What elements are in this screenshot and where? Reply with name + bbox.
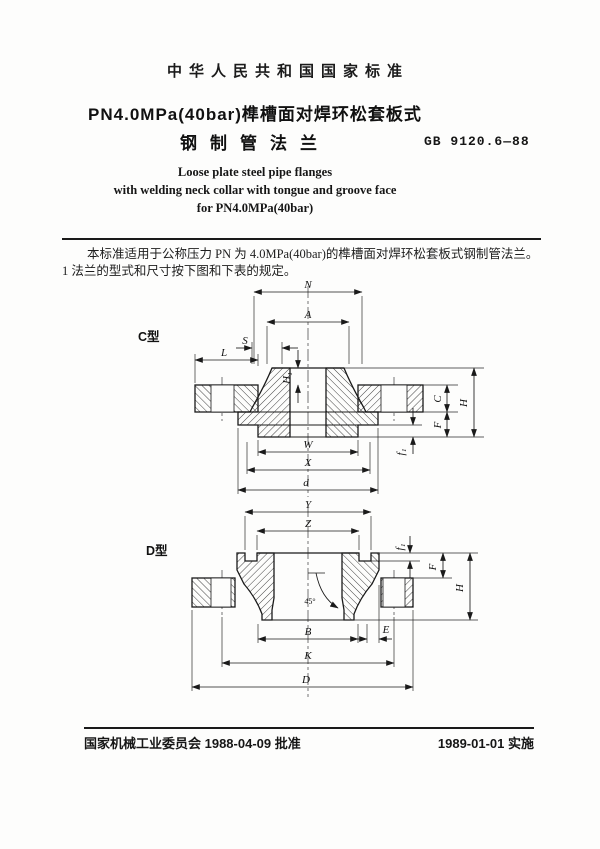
- dim-label-k: K: [303, 650, 312, 662]
- english-subtitle-line1: Loose plate steel pipe flanges: [177, 165, 333, 179]
- dim-label-s: S: [242, 335, 248, 347]
- english-subtitle-line3: for PN4.0MPa(40bar): [196, 201, 314, 215]
- dim-label-x: X: [304, 457, 313, 469]
- figure-c-dimension-labels: N A S L H₁ W X d C F H f₁: [220, 280, 470, 489]
- dim-label-c: C: [432, 395, 444, 403]
- dim-label-z: Z: [305, 518, 312, 530]
- figure-d: D型: [146, 499, 478, 697]
- dim-label-f: F: [427, 563, 439, 571]
- figure-d-extension-lines: [191, 516, 478, 691]
- dim-label-l: L: [220, 347, 227, 359]
- figure-d-dimension-labels: Y Z B E K D f₁ F H: [301, 499, 466, 686]
- standard-code: GB 9120.6—88: [424, 134, 530, 149]
- english-subtitle-line2: with welding neck collar with tongue and…: [113, 183, 397, 197]
- dim-label-b: B: [305, 626, 312, 638]
- figure-d-loose-plate: [191, 577, 414, 608]
- dim-label-f1: f₁: [394, 543, 406, 550]
- dim-label-w: W: [303, 439, 313, 451]
- dim-label-h1: H₁: [281, 372, 293, 385]
- footer-approval: 国家机械工业委员会 1988-04-09 批准: [84, 736, 301, 751]
- figure-d-angle-callout: 45°: [304, 572, 339, 609]
- angle-label-45: 45°: [304, 597, 315, 606]
- national-standard-header: 中华人民共和国国家标准: [166, 63, 409, 80]
- dim-label-y: Y: [305, 499, 313, 511]
- dim-label-f: F: [432, 421, 444, 429]
- figure-d-dimension-lines: [191, 509, 473, 690]
- figure-d-label: D型: [146, 543, 168, 558]
- document-title-line2: 钢制管法兰: [180, 134, 330, 153]
- dim-label-d: D: [301, 674, 310, 686]
- dim-label-e: E: [382, 624, 390, 636]
- dim-label-n: N: [303, 280, 312, 291]
- figure-c: C型: [138, 280, 484, 497]
- dim-label-h: H: [458, 398, 470, 408]
- dim-label-f1: f₁: [395, 448, 407, 455]
- figure-c-collar-section: [237, 367, 379, 438]
- header-divider-rule: [62, 238, 541, 240]
- dim-label-a: A: [304, 309, 312, 321]
- figure-c-label: C型: [138, 329, 160, 344]
- figure-d-collar-section: [236, 552, 380, 621]
- figure-c-loose-plate: [194, 384, 424, 413]
- flange-technical-drawing: C型: [138, 280, 484, 697]
- figure-c-dimension-lines: [194, 289, 477, 493]
- footer-implementation: 1989-01-01 实施: [437, 736, 534, 751]
- scope-paragraph: 本标准适用于公称压力 PN 为 4.0MPa(40bar)的榫槽面对焊环松套板式…: [87, 247, 539, 261]
- document-title-line1: PN4.0MPa(40bar)榫槽面对焊环松套板式: [88, 105, 422, 124]
- clause-1-text: 1 法兰的型式和尺寸按下图和下表的规定。: [62, 264, 297, 278]
- dim-label-d: d: [303, 477, 309, 489]
- dim-label-h: H: [454, 583, 466, 593]
- footer-divider-rule: [84, 727, 534, 729]
